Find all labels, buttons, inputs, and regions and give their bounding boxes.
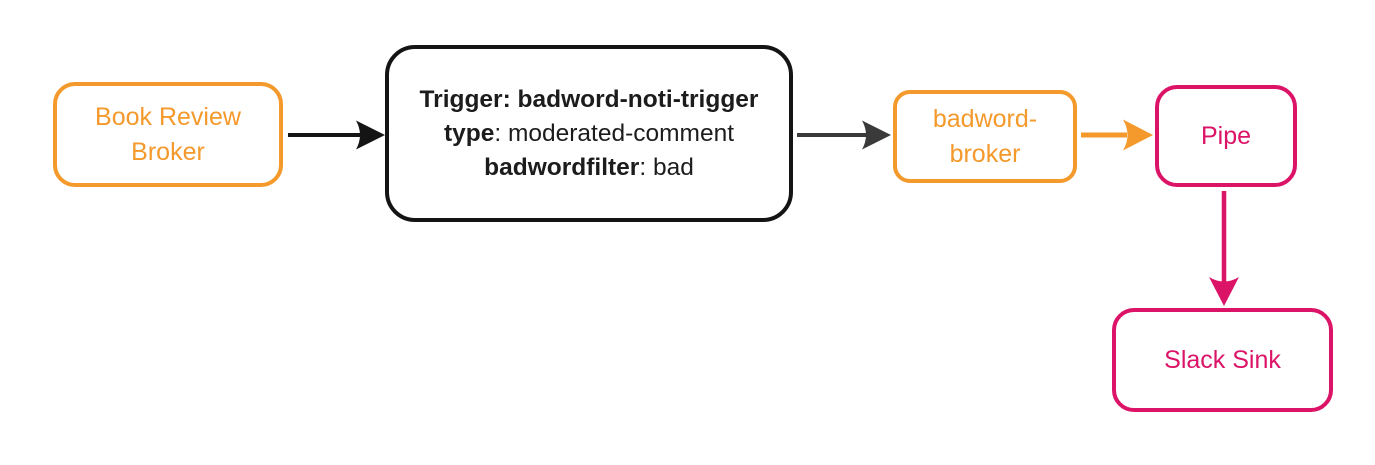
- trigger-line-3: badwordfilter: bad: [420, 151, 759, 185]
- arrow-badword-broker-to-pipe: [1081, 119, 1153, 151]
- arrow-book-review-broker-to-trigger: [288, 120, 385, 150]
- arrow-head-icon: [356, 120, 385, 150]
- node-trigger: Trigger: badword-noti-trigger type: mode…: [385, 45, 793, 222]
- node-book-review-broker-label: Book Review Broker: [95, 103, 241, 166]
- trigger-line-3-key: badwordfilter: [484, 153, 640, 181]
- trigger-line-2: type: moderated-comment: [420, 117, 759, 151]
- node-pipe-label: Pipe: [1200, 121, 1252, 150]
- node-badword-broker-label: badword-broker: [932, 105, 1038, 168]
- node-badword-broker: badword-broker: [893, 90, 1077, 183]
- node-book-review-broker: Book Review Broker: [53, 82, 283, 187]
- trigger-line-3-value: : bad: [639, 153, 694, 181]
- trigger-text-block: Trigger: badword-noti-trigger type: mode…: [420, 83, 759, 185]
- arrow-trigger-to-badword-broker: [797, 120, 891, 150]
- trigger-line-2-value: : moderated-comment: [494, 119, 735, 147]
- arrow-pipe-to-slack-sink: [1209, 191, 1239, 306]
- arrow-head-icon: [1209, 277, 1239, 306]
- node-slack-sink-label: Slack Sink: [1164, 345, 1281, 374]
- node-pipe: Pipe: [1155, 85, 1297, 187]
- trigger-line-2-key: type: [443, 119, 495, 147]
- trigger-line-1: Trigger: badword-noti-trigger: [419, 85, 759, 113]
- arrow-head-icon: [1123, 119, 1153, 151]
- arrow-head-icon: [862, 120, 891, 150]
- node-slack-sink: Slack Sink: [1112, 308, 1333, 412]
